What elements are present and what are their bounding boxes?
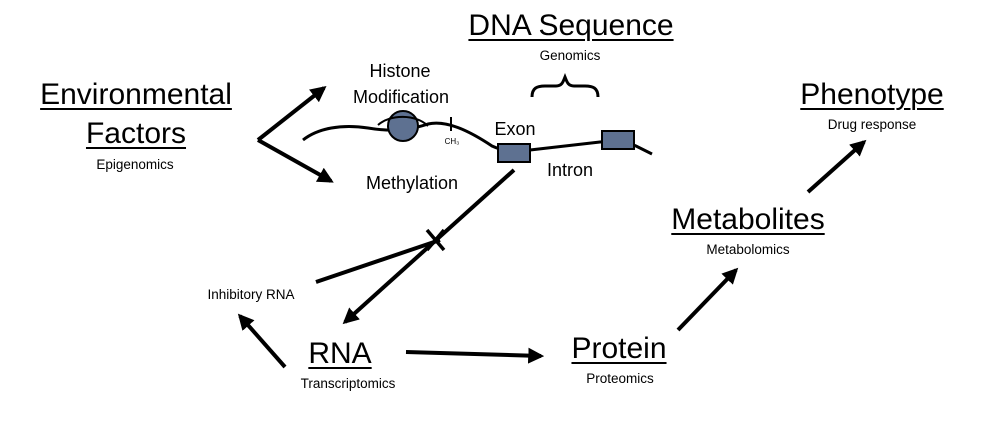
histone-wrap (377, 115, 429, 127)
inhibitory-line (315, 238, 441, 284)
histone-ball (387, 110, 419, 142)
rna-subtitle: Transcriptomics (300, 376, 396, 391)
arrow-env-methylation (257, 138, 334, 183)
phenotype-title: Phenotype (800, 78, 944, 111)
intron-label: Intron (546, 160, 594, 180)
exon-label: Exon (494, 119, 536, 139)
inhibitory-rna-label: Inhibitory RNA (207, 287, 295, 302)
dna-sequence-subtitle: Genomics (539, 48, 601, 63)
histone-label-line2: Modification (352, 87, 450, 107)
environmental-title-line1: Environmental (40, 78, 232, 111)
methylation-label: Methylation (365, 173, 459, 193)
arrow-metabolites-phenotype (806, 139, 867, 194)
protein-title: Protein (571, 332, 667, 365)
inhibit-x-2 (425, 228, 446, 252)
dna-strand (302, 121, 653, 156)
metabolites-subtitle: Metabolomics (706, 242, 790, 257)
histone-label-line1: Histone (369, 61, 431, 81)
methyl-group-label: CH₃ (444, 137, 460, 146)
exon-box-2 (601, 130, 635, 150)
phenotype-subtitle: Drug response (827, 117, 917, 132)
metabolites-title: Metabolites (671, 203, 825, 236)
arrow-env-branch (256, 86, 327, 142)
curly-brace (530, 72, 600, 98)
exon-box-1 (497, 143, 531, 163)
environmental-title-line2: Factors (85, 117, 187, 150)
protein-subtitle: Proteomics (586, 371, 654, 386)
dna-sequence-title: DNA Sequence (468, 9, 674, 42)
arrow-rna-inhibitory (237, 313, 287, 369)
arrow-rna-protein (405, 347, 545, 364)
environmental-subtitle: Epigenomics (96, 157, 174, 172)
arrow-protein-metabolites (676, 267, 739, 332)
rna-title: RNA (308, 337, 372, 370)
